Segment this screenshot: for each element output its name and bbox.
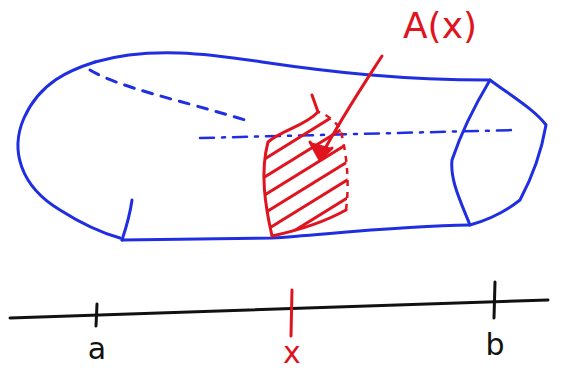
area-label: A(x)	[403, 8, 477, 44]
solid-outline	[18, 53, 546, 240]
bound-label: a	[88, 334, 106, 364]
bound-label: b	[485, 330, 504, 360]
leader-arrow	[310, 56, 382, 160]
x-axis	[10, 282, 548, 336]
variable-label: x	[283, 338, 301, 368]
